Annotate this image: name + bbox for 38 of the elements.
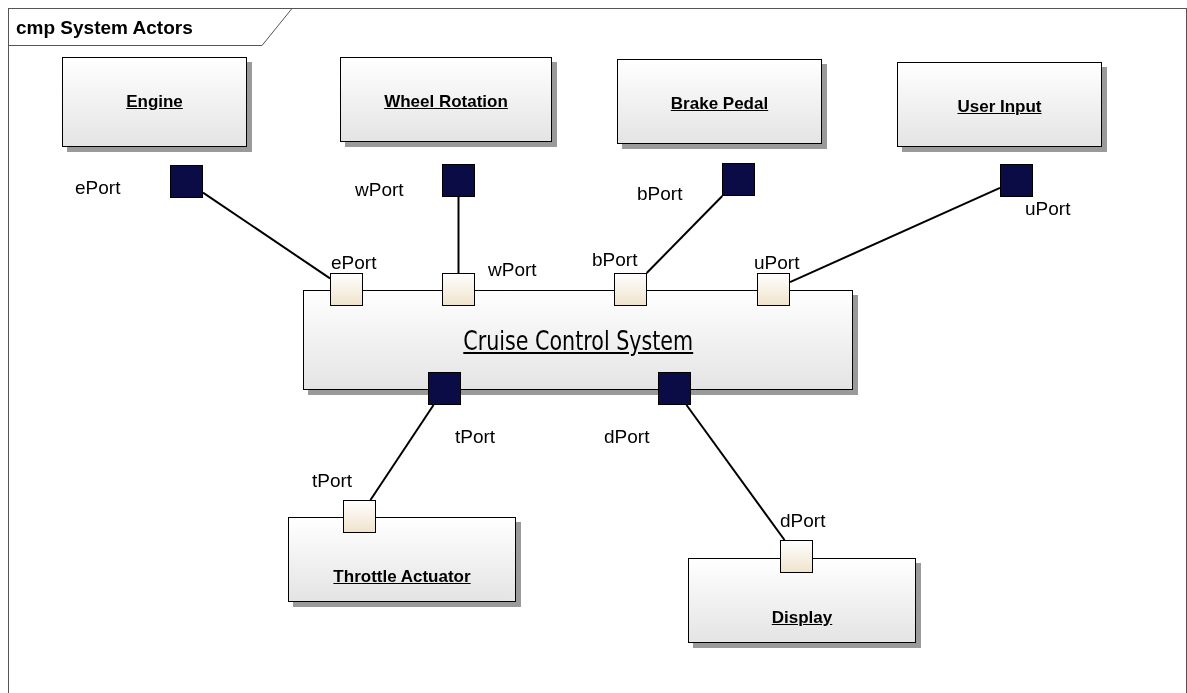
port-label: dPort <box>780 511 826 530</box>
component-name: Brake Pedal <box>670 94 769 114</box>
component-name: Cruise Control System <box>463 324 693 356</box>
port-label: uPort <box>1025 199 1071 218</box>
port-square <box>170 165 203 198</box>
port-square <box>658 372 691 405</box>
connector-line <box>685 404 786 541</box>
port-label: ePort <box>75 178 121 197</box>
port-square <box>757 273 790 306</box>
connector-line <box>457 196 460 274</box>
component-name: Display <box>771 608 833 628</box>
port-square <box>614 273 647 306</box>
port-square <box>442 273 475 306</box>
port-label: tPort <box>455 427 496 446</box>
frame-title: cmp System Actors <box>16 18 193 37</box>
port-label: bPort <box>592 250 638 269</box>
connector-line <box>369 404 435 501</box>
port-label: dPort <box>604 427 650 446</box>
component-name: Wheel Rotation <box>384 92 508 112</box>
port-label: wPort <box>355 180 404 199</box>
component-name: Throttle Actuator <box>333 567 471 587</box>
port-label: uPort <box>754 253 800 272</box>
port-label: ePort <box>331 253 377 272</box>
port-square <box>780 540 813 573</box>
connector-line <box>202 191 331 280</box>
port-square <box>442 164 475 197</box>
connector-line <box>789 186 1001 284</box>
connector-line <box>645 195 724 274</box>
port-square <box>343 500 376 533</box>
port-label: bPort <box>637 184 683 203</box>
port-square <box>1000 164 1033 197</box>
component-name: Engine <box>126 92 183 112</box>
port-square <box>722 163 755 196</box>
port-square <box>428 372 461 405</box>
port-square <box>330 273 363 306</box>
port-label: wPort <box>488 260 537 279</box>
port-label: tPort <box>312 471 353 490</box>
component-name: User Input <box>957 97 1042 117</box>
